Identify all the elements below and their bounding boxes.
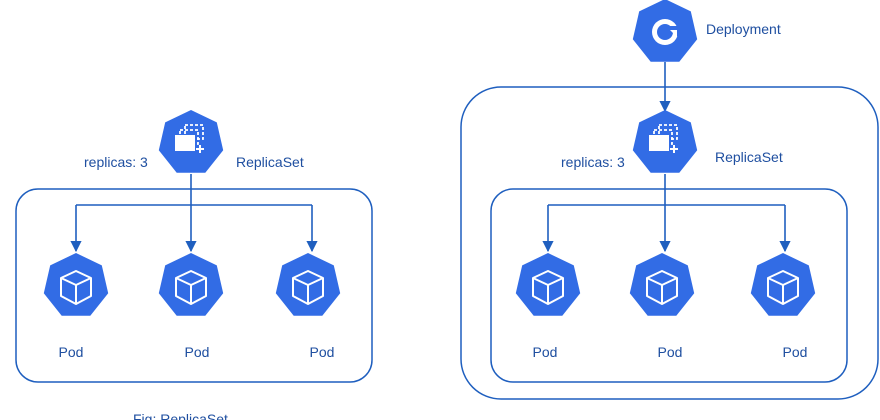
pod-icon xyxy=(516,253,580,316)
replicas-label: replicas: 3 xyxy=(84,154,148,170)
pod-icon xyxy=(751,253,815,316)
deployment-icon xyxy=(633,0,697,62)
replicaset-connectors xyxy=(70,174,318,253)
pod-label: Pod xyxy=(783,344,808,360)
pod-label: Pod xyxy=(59,344,84,360)
deployment-label: Deployment xyxy=(706,21,781,37)
replicaset-label: ReplicaSet xyxy=(236,154,304,170)
pod-icon xyxy=(276,253,340,316)
replicaset-label: ReplicaSet xyxy=(715,149,783,165)
pods-container xyxy=(490,188,848,383)
pod-label: Pod xyxy=(310,344,335,360)
deployment-container xyxy=(460,86,879,400)
pods-container xyxy=(15,188,373,383)
pod-label: Pod xyxy=(185,344,210,360)
pod-icon xyxy=(44,253,108,316)
pod-icon xyxy=(159,253,223,316)
deployment-panel: Deployment replicas: 3 ReplicaSet Pod Po… xyxy=(460,0,879,400)
replicaset-icon xyxy=(633,110,697,173)
pod-icon xyxy=(630,253,694,316)
pod-label: Pod xyxy=(658,344,683,360)
pod-label: Pod xyxy=(533,344,558,360)
replicaset-panel: replicas: 3 ReplicaSet Pod Pod Pod Fig: … xyxy=(15,110,373,420)
replicas-label: replicas: 3 xyxy=(561,154,625,170)
figure-caption: Fig: ReplicaSet xyxy=(133,411,228,420)
replicaset-icon xyxy=(159,110,223,173)
replicaset-connectors xyxy=(542,174,791,253)
